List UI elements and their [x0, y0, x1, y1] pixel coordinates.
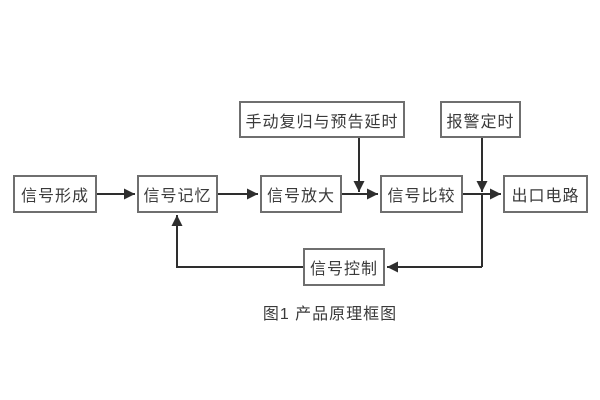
- block-signal-control: 信号控制: [303, 248, 385, 286]
- block-output-circuit: 出口电路: [503, 175, 588, 213]
- figure-caption: 图1 产品原理框图: [262, 306, 398, 323]
- block-signal-memory: 信号记忆: [137, 175, 218, 213]
- block-alarm-timing: 报警定时: [440, 101, 521, 138]
- arrow-control-to-memory: [171, 215, 303, 268]
- block-signal-formation: 信号形成: [13, 175, 97, 213]
- block-manual-reset-delay: 手动复归与预告延时: [239, 101, 405, 138]
- block-signal-amplification: 信号放大: [260, 175, 342, 213]
- block-signal-comparison: 信号比较: [380, 175, 463, 213]
